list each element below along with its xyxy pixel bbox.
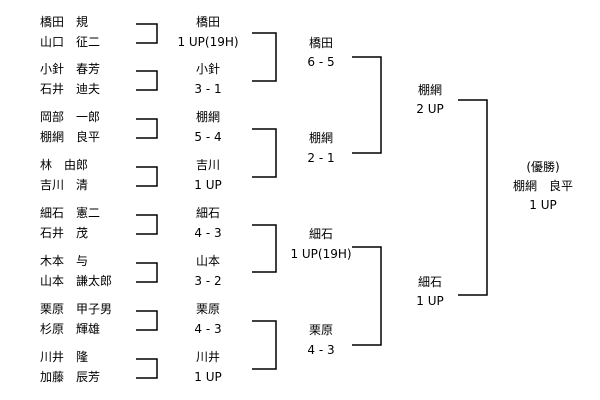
match-score: 2 UP — [416, 102, 444, 116]
match-score: 2 - 1 — [307, 151, 335, 165]
match-score: 1 UP(19H) — [177, 35, 239, 49]
match-winner: 細石 — [195, 206, 220, 220]
bracket-r1-m2 — [136, 70, 158, 91]
player-name: 木本 与 — [40, 254, 89, 268]
bracket-r1-m7 — [136, 310, 158, 331]
player-name: 棚網 良平 — [40, 130, 101, 144]
match-winner: 山本 — [195, 254, 220, 268]
match-winner: 棚網 — [308, 131, 333, 145]
bracket-sf-m1 — [352, 56, 382, 154]
match-score: 1 UP — [194, 178, 222, 192]
match-score: 1 UP(19H) — [290, 247, 352, 261]
player-name: 吉川 清 — [40, 178, 89, 192]
player-name: 山本 謙太郎 — [40, 274, 113, 288]
player-name: 杉原 輝雄 — [40, 322, 101, 336]
match-winner: 吉川 — [195, 158, 220, 172]
bracket-final — [458, 99, 488, 296]
player-name: 川井 隆 — [40, 350, 89, 364]
match-winner: 細石 — [417, 275, 442, 289]
match-winner: 棚網 — [417, 83, 442, 97]
match-winner: 川井 — [195, 350, 220, 364]
player-name: 橋田 規 — [40, 15, 89, 29]
match-score: 5 - 4 — [194, 130, 222, 144]
final-score: 1 UP — [529, 198, 557, 212]
bracket-r2-m4 — [252, 320, 277, 370]
match-winner: 栗原 — [195, 302, 220, 316]
bracket-r1-m4 — [136, 166, 158, 187]
bracket-r2-m3 — [252, 224, 277, 273]
bracket-r1-m8 — [136, 358, 158, 379]
player-name: 石井 茂 — [40, 226, 89, 240]
match-winner: 細石 — [308, 227, 333, 241]
bracket-sf-m2 — [352, 246, 382, 346]
match-score: 3 - 2 — [194, 274, 222, 288]
bracket-r1-m6 — [136, 262, 158, 283]
match-score: 4 - 3 — [307, 343, 335, 357]
champion-name: 棚網 良平 — [512, 179, 573, 193]
player-name: 細石 憲二 — [40, 206, 101, 220]
match-score: 1 UP — [194, 370, 222, 384]
match-winner: 小針 — [195, 62, 220, 76]
bracket-r2-m2 — [252, 128, 277, 178]
match-score: 6 - 5 — [307, 55, 335, 69]
player-name: 山口 征二 — [40, 35, 101, 49]
bracket-r1-m3 — [136, 118, 158, 139]
match-winner: 棚網 — [195, 110, 220, 124]
bracket-r1-m1 — [136, 23, 158, 44]
player-name: 小針 春芳 — [40, 62, 101, 76]
player-name: 岡部 一郎 — [40, 110, 101, 124]
champion-label: (優勝) — [526, 160, 560, 174]
bracket-r2-m1 — [252, 32, 277, 82]
player-name: 石井 迪夫 — [40, 82, 101, 96]
player-name: 栗原 甲子男 — [40, 302, 113, 316]
match-score: 4 - 3 — [194, 226, 222, 240]
match-winner: 栗原 — [308, 323, 333, 337]
bracket-r1-m5 — [136, 214, 158, 235]
match-winner: 橋田 — [195, 15, 220, 29]
player-name: 加藤 辰芳 — [40, 370, 101, 384]
match-score: 1 UP — [416, 294, 444, 308]
match-score: 3 - 1 — [194, 82, 222, 96]
player-name: 林 由郎 — [40, 158, 89, 172]
match-winner: 橋田 — [308, 36, 333, 50]
match-score: 4 - 3 — [194, 322, 222, 336]
